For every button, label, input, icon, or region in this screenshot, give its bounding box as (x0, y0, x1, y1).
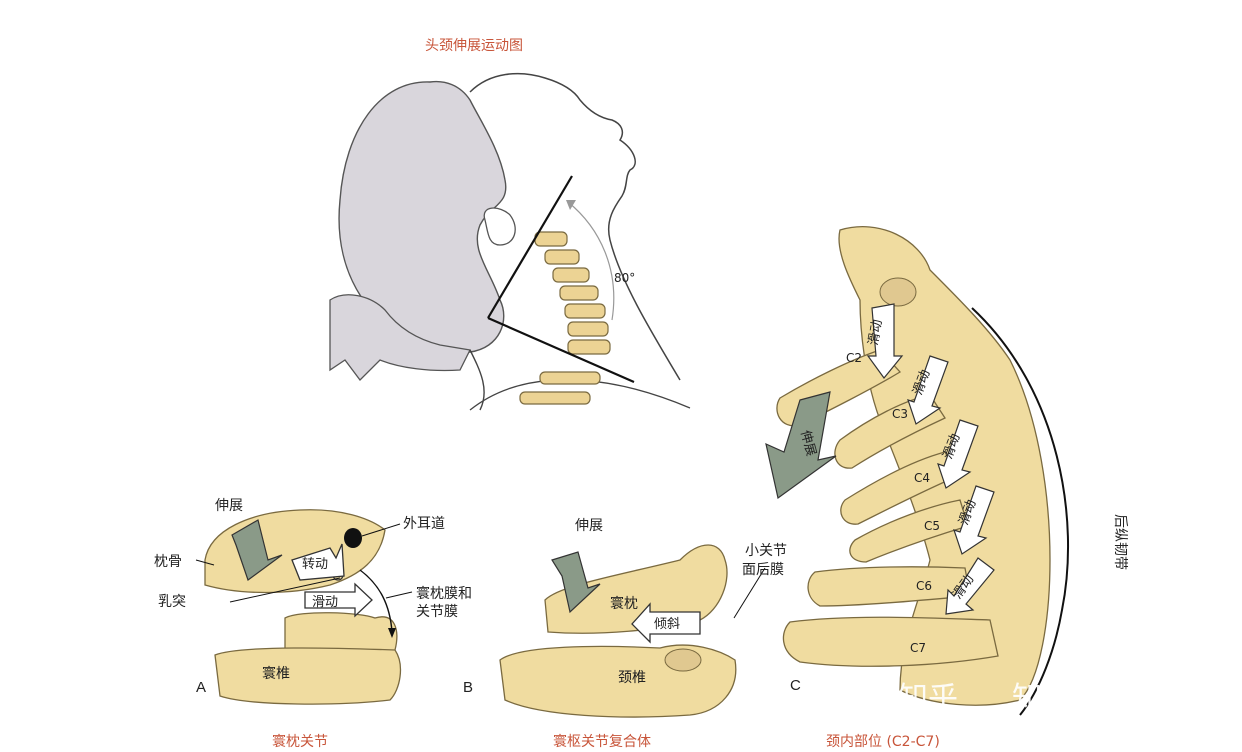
mastoid-label: 乳突 (158, 594, 186, 610)
spinous-c4 (840, 451, 959, 525)
leader-membrane (385, 591, 413, 599)
vertebra-label-c7: C7 (910, 641, 926, 655)
spinous-c7 (782, 616, 999, 667)
c2-foramen (879, 277, 917, 307)
ear-canal-mark (344, 528, 362, 548)
rotation-arrow-box (291, 543, 345, 581)
slide-arrow-c3: 滑动 (907, 355, 949, 425)
tilt-label: 倾斜 (654, 617, 680, 632)
leader-facet (733, 567, 766, 619)
leader-ear (361, 523, 401, 537)
ear-shape (483, 207, 516, 246)
leader-occipital (195, 559, 215, 566)
membrane-arrowhead (388, 628, 396, 638)
vertebra-label-c5: C5 (924, 519, 940, 533)
rotation-label-a: 转动 (302, 557, 328, 572)
panel-letter-c: C (790, 677, 801, 694)
cervical-spine (519, 231, 611, 405)
caption-a: 寰枕关节 (272, 734, 328, 750)
vertebra-label-c2: C2 (846, 351, 862, 365)
hair-shape (338, 80, 507, 354)
facet-label-2: 面后膜 (742, 562, 784, 578)
arc-arrowhead (566, 200, 576, 210)
neck-back (469, 349, 485, 411)
angle-line-b (487, 316, 635, 384)
extension-arrow-b (551, 551, 601, 614)
ear-canal-label: 外耳道 (403, 516, 445, 532)
angle-line-a (487, 175, 573, 319)
face-profile (469, 72, 681, 381)
panel-a: 伸展 转动 滑动 枕骨 乳突 外耳道 寰枕膜和 关节膜 寰椎 A 寰枕关节 (154, 498, 472, 750)
atlas-bone-b (544, 544, 728, 634)
slide-arrow-c5: 滑动 (953, 485, 995, 555)
spinous-c6 (807, 566, 971, 607)
extension-label-c: 伸展 (797, 429, 818, 458)
spinous-c5 (849, 499, 969, 563)
rotation-arc (567, 201, 615, 321)
panel-c: 后纵韧带 伸展 滑动 滑动 滑动 滑动 滑动 C2 C3 C4 C5 C6 (765, 226, 1128, 750)
extension-label-a: 伸展 (215, 498, 243, 514)
caption-c: 颈内部位 (C2-C7) (826, 734, 940, 750)
slide-arrow-c2: 滑动 (866, 303, 904, 379)
slide-label-a: 滑动 (312, 595, 338, 610)
membrane-label-1: 寰枕膜和 (416, 586, 472, 602)
occipital-label: 枕骨 (154, 554, 182, 570)
axis-foramen (664, 648, 702, 672)
extension-label-b: 伸展 (575, 518, 603, 534)
slide-arrow-c4: 滑动 (937, 419, 979, 489)
occipital-bone (204, 509, 386, 594)
ponytail-shape (329, 294, 471, 381)
vertebra-label-c6: C6 (916, 579, 932, 593)
vertebra-label-c3: C3 (892, 407, 908, 421)
atlas-bone (214, 647, 402, 705)
watermark-left: 知乎 (898, 681, 958, 716)
axis-label-b: 颈椎 (618, 670, 646, 686)
slide-arrow-box-a (304, 582, 373, 618)
ligament-label: 后纵韧带 (1112, 514, 1128, 570)
atlas-label-b: 寰枕 (610, 596, 638, 612)
top-title: 头颈伸展运动图 (425, 38, 523, 54)
watermark: 知乎 @二妹 (1012, 681, 1172, 716)
extension-arrow-a (231, 519, 283, 581)
head-illustration: 80° (329, 72, 691, 411)
tilt-arrow-box (631, 602, 701, 644)
angle-label: 80° (614, 271, 635, 285)
panel-b: 伸展 倾斜 小关节 面后膜 寰枕 颈椎 B 寰枢关节复合体 (463, 518, 787, 750)
panel-letter-a: A (196, 679, 206, 696)
vertebra-label-c4: C4 (914, 471, 930, 485)
ligament-arc (971, 307, 1070, 716)
atlas-label-a: 寰椎 (262, 666, 290, 682)
membrane-curve (359, 569, 393, 633)
membrane-label-2: 关节膜 (416, 604, 458, 620)
extension-arrow-c (765, 391, 837, 500)
leader-mastoid (229, 577, 341, 603)
slide-label-c2: 滑动 (866, 318, 885, 346)
panel-letter-b: B (463, 679, 473, 696)
facet-label-1: 小关节 (745, 543, 787, 559)
caption-b: 寰枢关节复合体 (553, 733, 651, 750)
